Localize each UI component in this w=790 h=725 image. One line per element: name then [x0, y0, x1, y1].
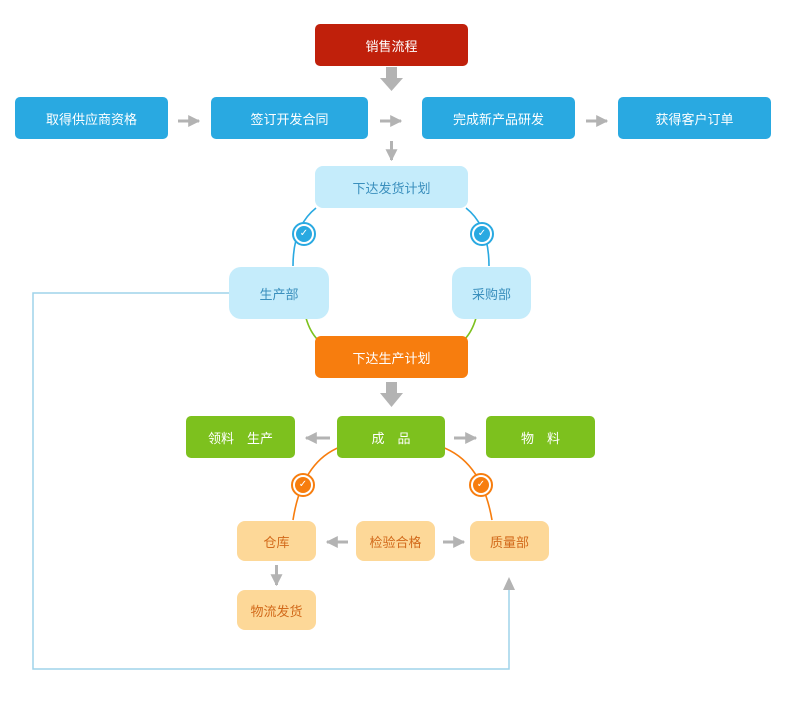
- step-customer-order: 获得客户订单: [618, 97, 771, 139]
- purchasing-dept-box: 采购部: [452, 267, 531, 319]
- circle-check-icon: ✓: [292, 222, 316, 246]
- step-supplier-qualification: 取得供应商资格: [15, 97, 168, 139]
- feedback-loop-arrowhead: [503, 577, 515, 590]
- receive-material-box: 领料 生产: [186, 416, 295, 458]
- sales-process-title: 销售流程: [315, 24, 468, 66]
- finished-goods-box: 成 品: [337, 416, 445, 458]
- logistics-box: 物流发货: [237, 590, 316, 630]
- big-arrow-title-down: [380, 67, 403, 91]
- circle-check-icon: ✓: [469, 473, 493, 497]
- warehouse-box: 仓库: [237, 521, 316, 561]
- dispatch-plan-box: 下达发货计划: [315, 166, 468, 208]
- production-plan-box: 下达生产计划: [315, 336, 468, 378]
- connector-goods-left-arc: [292, 446, 341, 521]
- production-dept-box: 生产部: [229, 267, 329, 319]
- connector-goods-right-arc: [441, 446, 493, 521]
- inspection-box: 检验合格: [356, 521, 435, 561]
- step-product-development: 完成新产品研发: [422, 97, 575, 139]
- step-development-contract: 签订开发合同: [211, 97, 368, 139]
- big-arrow-plan-down: [380, 382, 403, 407]
- feedback-loop-line: [32, 292, 510, 670]
- circle-check-icon: ✓: [470, 222, 494, 246]
- quality-dept-box: 质量部: [470, 521, 549, 561]
- circle-check-icon: ✓: [291, 473, 315, 497]
- materials-box: 物 料: [486, 416, 595, 458]
